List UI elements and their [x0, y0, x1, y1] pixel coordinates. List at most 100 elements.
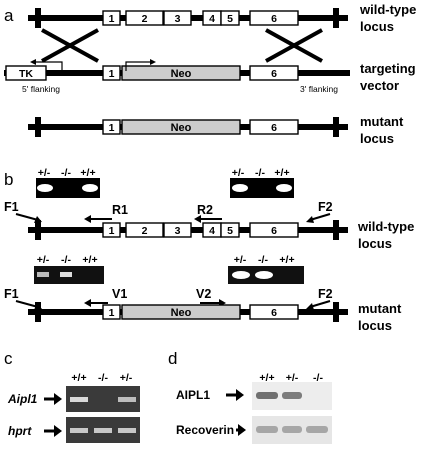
mutant-b-label-2: locus: [358, 318, 392, 333]
primer-arrow: [15, 213, 39, 221]
flank-marker: [333, 302, 339, 322]
recoverin-label: Recoverin: [176, 423, 234, 437]
panel-label-b: b: [4, 170, 13, 189]
flank-marker: [35, 8, 41, 28]
gel-band: [70, 428, 88, 433]
primer-f1-mut: F1: [4, 287, 19, 301]
mutant-label-1: mutant: [360, 114, 404, 129]
panel-label-c: c: [4, 349, 13, 368]
primer-arrow: [309, 300, 331, 308]
primer-arrow: [309, 213, 331, 221]
wild-type-b-label-2: locus: [358, 236, 392, 251]
primer-f2: F2: [318, 200, 333, 214]
wild-type-label-2: locus: [360, 19, 394, 34]
hprt-row-label: hprt: [8, 424, 32, 438]
exon-6-label: 6: [271, 13, 277, 25]
blot-recoverin: [252, 416, 332, 444]
blot-band: [256, 426, 278, 433]
gel-band: [94, 428, 112, 433]
exon-1-label: 1: [109, 307, 115, 319]
mutant-locus-a: 1 Neo 6: [28, 117, 348, 137]
wild-type-locus-b: 1 2 3 4 5 6: [28, 220, 348, 240]
exon-6: [249, 222, 299, 238]
gel-band: [255, 271, 273, 279]
flank-marker: [333, 220, 339, 240]
blot-aipl1: [252, 382, 332, 410]
lane-label: +/-: [38, 167, 51, 179]
exon-1-label: 1: [109, 122, 115, 134]
gel-band: [70, 397, 88, 402]
neo-cassette: [121, 304, 241, 320]
exon-5-label: 5: [227, 225, 233, 237]
primer-v1: V1: [112, 287, 127, 301]
exon-5: [220, 222, 240, 238]
lane-label: +/-: [37, 254, 50, 266]
exon-3: [163, 222, 192, 238]
lane-label: +/+: [279, 254, 294, 266]
gel-band: [37, 272, 49, 277]
flank-marker: [333, 117, 339, 137]
five-prime-flanking-label: 5' flanking: [22, 84, 60, 94]
gel-band: [232, 184, 248, 192]
crossover-marks: [41, 28, 323, 63]
arrowhead: [54, 425, 62, 437]
lane-label: -/-: [313, 372, 323, 384]
exon-2-label: 2: [142, 13, 148, 25]
lane-label: +/+: [259, 372, 274, 384]
blot-band: [256, 392, 278, 399]
gel-wt-right: +/- -/- +/+: [230, 167, 294, 198]
flank-marker: [333, 8, 339, 28]
lane-label: +/-: [234, 254, 247, 266]
flank-marker: [35, 117, 41, 137]
panel-label-a: a: [4, 6, 14, 25]
arrowhead: [54, 393, 62, 405]
wild-type-locus-a: 1 2 3 4 5 6: [28, 8, 348, 28]
arrowhead: [236, 389, 244, 401]
primer-v2: V2: [196, 287, 211, 301]
exon-4-label: 4: [209, 13, 215, 25]
exon-6-label: 6: [271, 225, 277, 237]
gel-band: [232, 271, 250, 279]
exon-1-label: 1: [109, 68, 115, 80]
tk-box: [5, 65, 47, 81]
lane-label: -/-: [61, 167, 71, 179]
tk-promoter-arrow: [36, 61, 63, 71]
targeting-label-2: vector: [360, 78, 399, 93]
targeting-label-1: targeting: [360, 61, 416, 76]
exon-3-label: 3: [175, 13, 181, 25]
lane-label: +/+: [71, 372, 86, 384]
arrowhead: [238, 424, 246, 436]
exon-2: [125, 10, 164, 26]
exon-3-label: 3: [175, 225, 181, 237]
arrowhead: [194, 215, 201, 223]
neo-label: Neo: [171, 122, 192, 134]
exon-6: [249, 65, 299, 81]
gel-band: [82, 184, 98, 192]
aipl1-row-label: Aipl1: [7, 392, 38, 406]
gel-mut-left: +/- -/- +/+: [34, 254, 104, 284]
lane-label: +/-: [232, 167, 245, 179]
primer-r1: R1: [112, 203, 128, 217]
neo-cassette: [121, 65, 241, 81]
exon-3: [163, 10, 192, 26]
wild-type-label-1: wild-type: [359, 2, 416, 17]
exon-6: [249, 10, 299, 26]
arrowhead: [306, 303, 314, 310]
gel-hprt: [66, 417, 140, 443]
arrowhead: [84, 215, 91, 223]
exon-1: [102, 222, 121, 238]
exon-5-label: 5: [227, 13, 233, 25]
mutant-label-2: locus: [360, 131, 394, 146]
aipl1-protein-label: AIPL1: [176, 388, 210, 402]
exon-6: [249, 119, 299, 135]
exon-6-label: 6: [271, 68, 277, 80]
neo-cassette: [121, 119, 241, 135]
gel-band: [118, 428, 136, 433]
neo-label: Neo: [171, 68, 192, 80]
exon-4-label: 4: [209, 225, 215, 237]
primer-r2: R2: [197, 203, 213, 217]
lane-label: +/-: [120, 372, 133, 384]
exon-6-label: 6: [271, 307, 277, 319]
neo-promoter-arrow: [125, 61, 150, 71]
